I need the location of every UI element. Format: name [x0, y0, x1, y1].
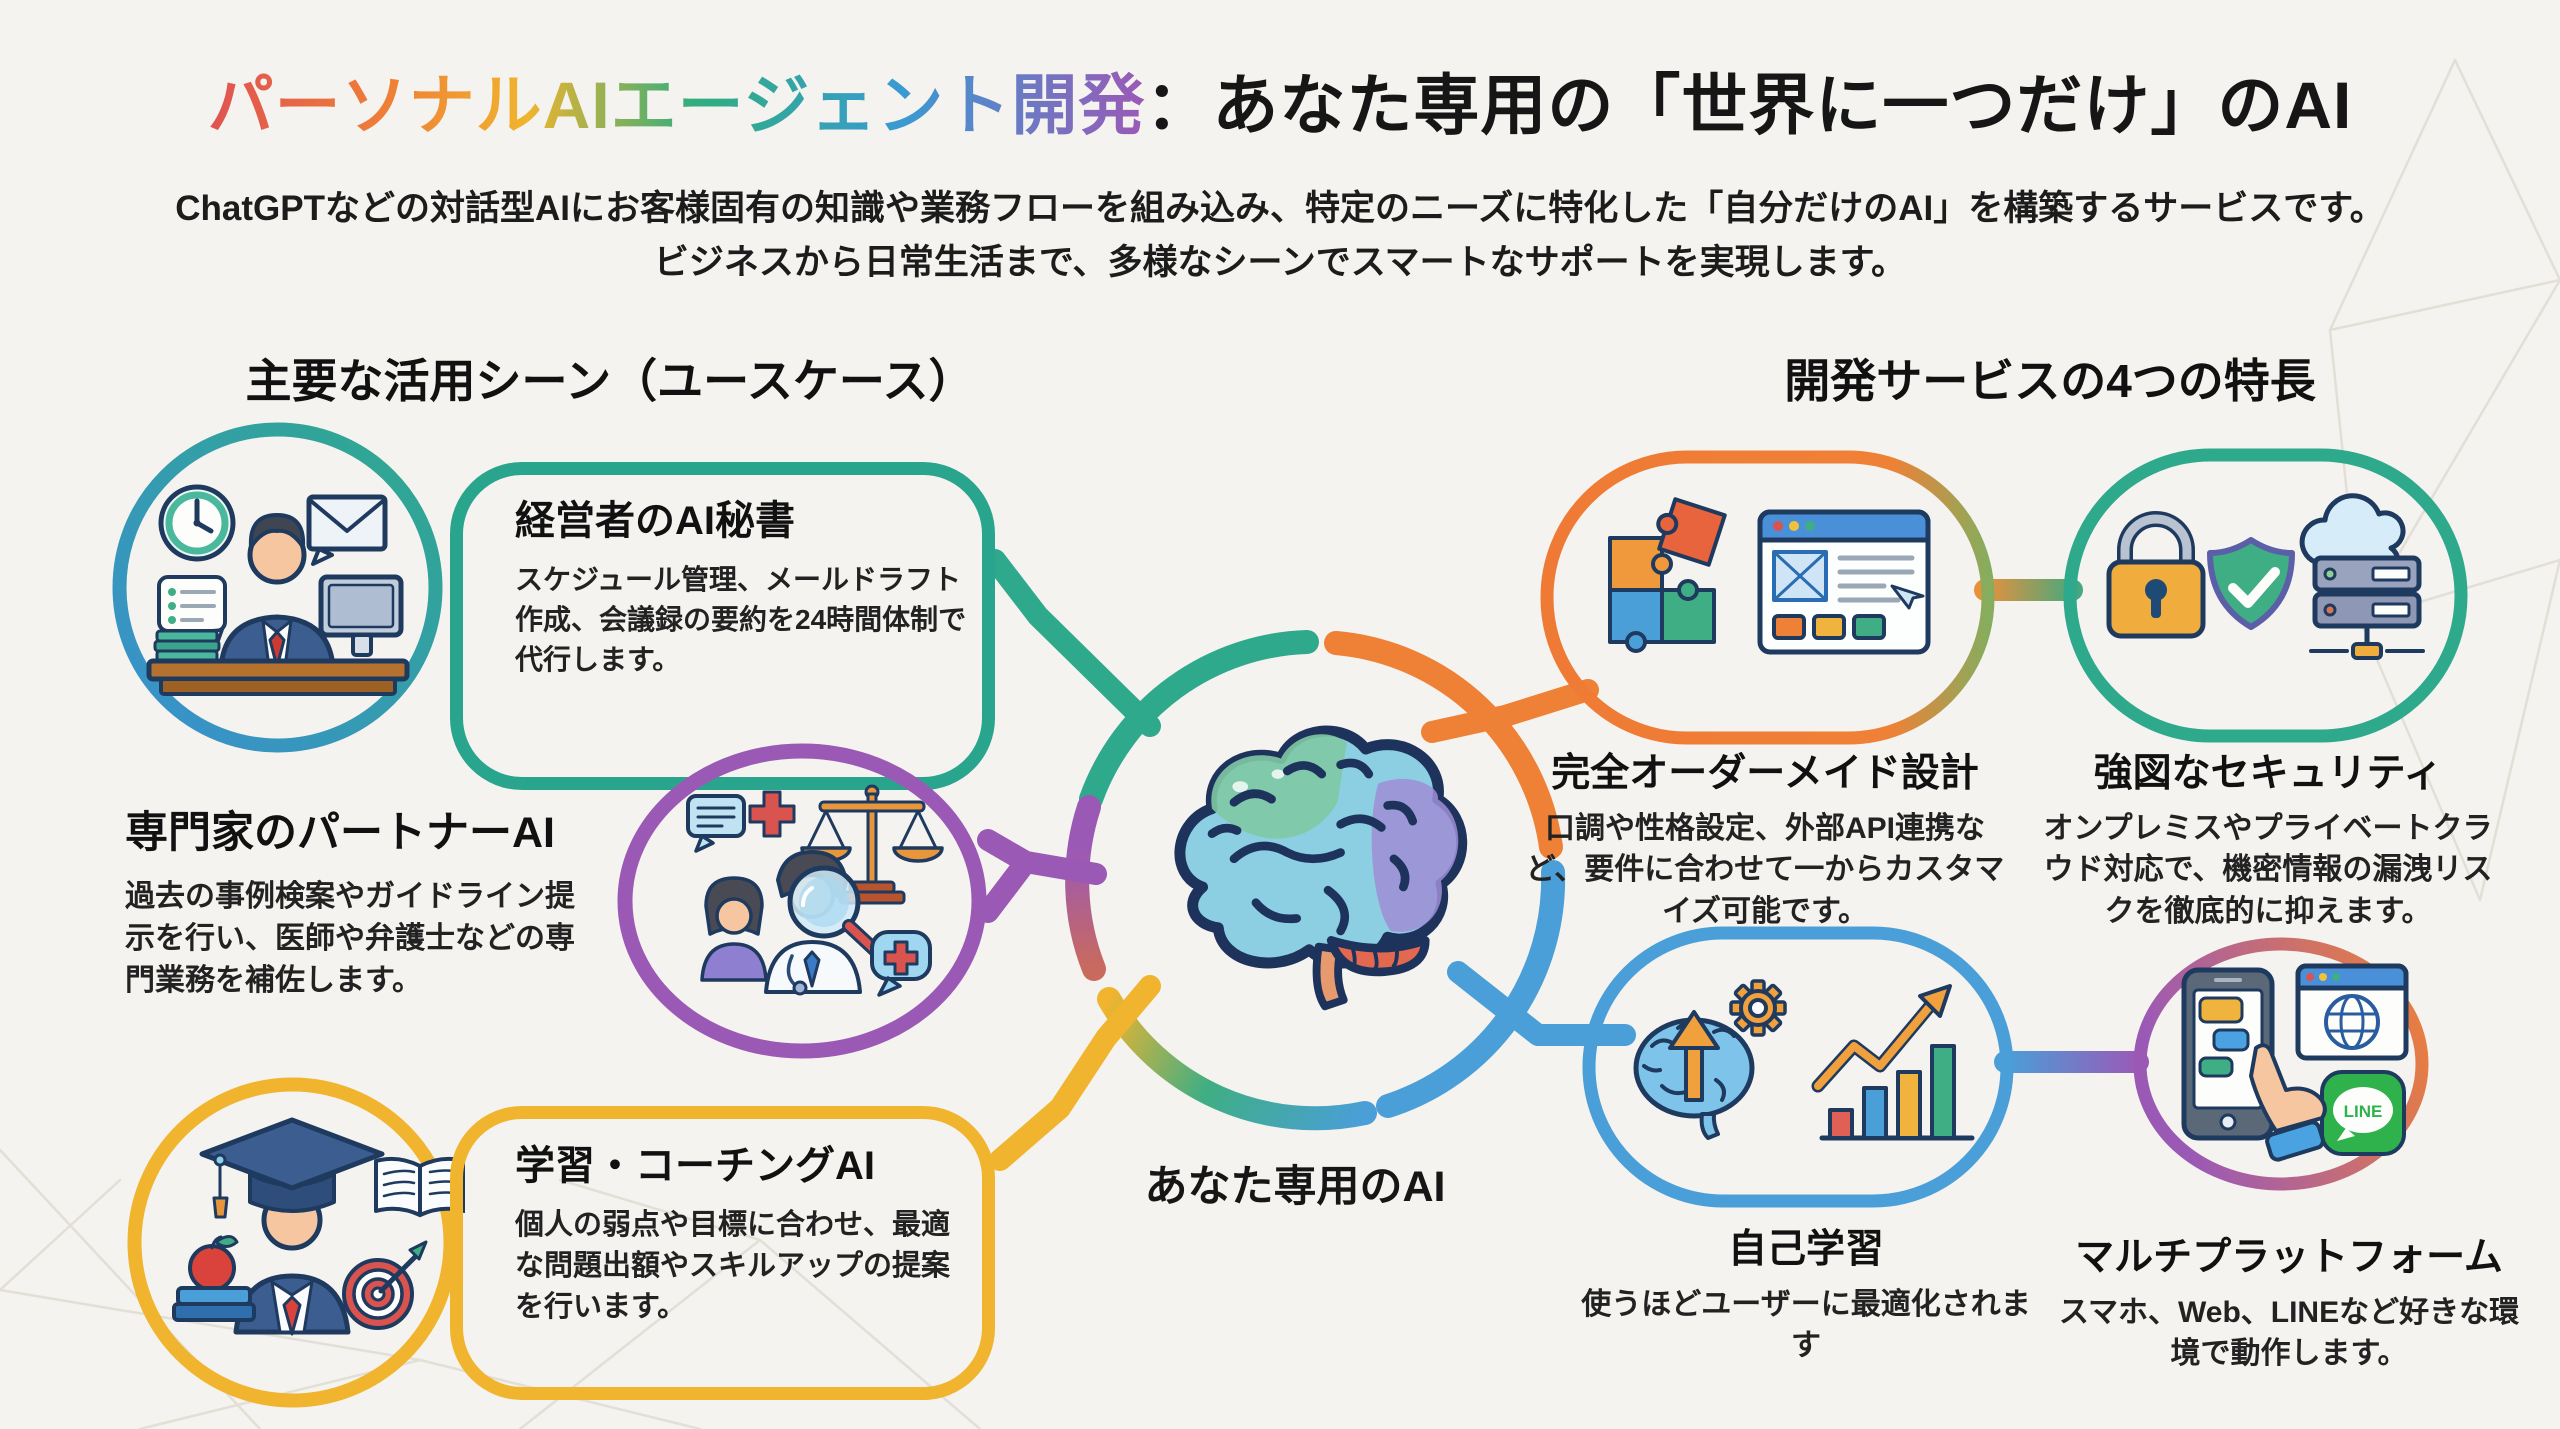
executive-desk-icon [112, 422, 443, 753]
page-title: パーソナルAIエージェント開発：あなた専用の「世界に一つだけ」のAI [0, 52, 2560, 148]
use-case-1: 経営者のAI秘書 スケジュール管理、メールドラフト作成、会議録の要約を24時間体… [515, 488, 967, 679]
page-title-rest: ：あなた専用の「世界に一つだけ」のAI [1145, 68, 2353, 142]
connector-uc1 [984, 549, 1161, 737]
features-heading: 開発サービスの4つの特長 [1784, 355, 2316, 407]
feature-1: 完全オーダーメイド設計 口調や性格設定、外部API連携など、要件に合わせて一から… [1525, 742, 2005, 932]
connector-f1 [1421, 679, 1599, 743]
hub-label: あなた専用のAI [1144, 1163, 1446, 1211]
feature-2-description: オンプレミスやプライベートクラウド対応で、機密情報の漏洩リスクを徹底的に抑えます… [2043, 812, 2493, 928]
use-case-2-description: 過去の事例検案やガイドライン提示を行い、医師や弁護士などの専門業務を補佐します。 [125, 880, 575, 997]
graduate-icon [127, 1077, 465, 1408]
use-case-3-title: 学習・コーチングAI [515, 1144, 875, 1188]
feature-2: 強図なセキュリティ オンプレミスやプライベートクラウド対応で、機密情報の漏洩リス… [2042, 742, 2494, 932]
use-cases-heading: 主要な活用シーン（ユースケース） [245, 355, 975, 407]
use-case-3: 学習・コーチングAI 個人の弱点や目標に合わせ、最適な問題出額やスキルアップの提… [515, 1133, 977, 1329]
line-badge-label: LINE [2344, 1102, 2383, 1121]
connector-uc3 [989, 975, 1161, 1171]
doctor-lawyer-icon [617, 743, 987, 1059]
page-title-gradient: パーソナルAIエージェント開発 [207, 68, 1146, 142]
use-case-3-description: 個人の弱点や目標に合わせ、最適な問題出額やスキルアップの提案を行います。 [515, 1209, 951, 1324]
feature-4-title: マルチプラットフォーム [2075, 1236, 2503, 1279]
feature-3-title: 自己学習 [1727, 1228, 1884, 1271]
brain-growth-chart-icon [1582, 926, 2014, 1208]
brain-icon [1174, 725, 1468, 1011]
lock-shield-server-icon [2063, 448, 2468, 743]
connector-uc2 [977, 829, 1107, 923]
puzzle-browser-icon [1540, 450, 1995, 745]
feature-1-description: 口調や性格設定、外部API連携など、要件に合わせて一からカスタマイズ可能です。 [1525, 812, 2005, 928]
feature-3-description: 使うほどユーザーに最適化されます [1581, 1288, 2031, 1363]
page-subtitle: ChatGPTなどの対話型AIにお客様固有の知識や業務フローを組み込み、特定のニ… [175, 189, 2385, 283]
devices-line-icon: LINE [2133, 937, 2429, 1191]
feature-4-description: スマホ、Web、LINEなど好きな環境で動作します。 [2058, 1296, 2520, 1371]
feature-1-title: 完全オーダーメイド設計 [1551, 752, 1979, 795]
use-case-2: 専門家のパートナーAI 過去の事例検案やガイドライン提示を行い、医師や弁護士など… [125, 798, 600, 1002]
feature-2-title: 強図なセキュリティ [2093, 752, 2443, 795]
use-case-2-title: 専門家のパートナーAI [125, 809, 555, 857]
feature-4: マルチプラットフォーム スマホ、Web、LINEなど好きな環境で動作します。 [2052, 1226, 2526, 1375]
use-case-1-title: 経営者のAI秘書 [515, 499, 795, 543]
speech-bubble-uc3 [450, 1106, 995, 1400]
speech-bubble-uc1 [450, 462, 995, 790]
feature-3: 自己学習 使うほどユーザーに最適化されます [1576, 1218, 2036, 1367]
use-case-1-description: スケジュール管理、メールドラフト作成、会議録の要約を24時間体制で代行します。 [515, 564, 967, 675]
